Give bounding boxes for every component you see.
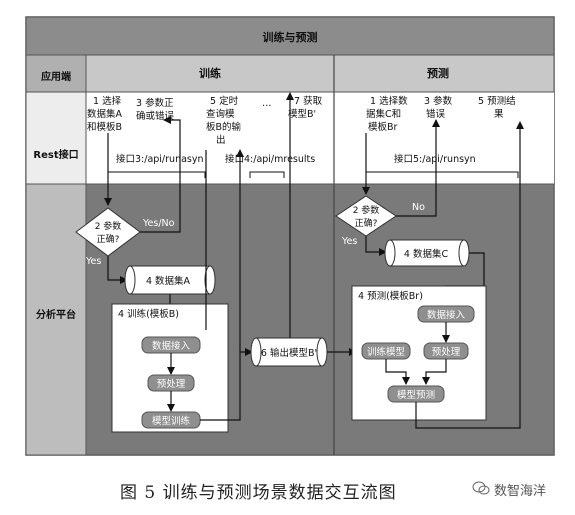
train-ellipsis: … — [262, 98, 272, 109]
train-step-5-line: 5 定时 — [210, 95, 239, 107]
predict-no-label: No — [412, 202, 425, 213]
train-step-7: 7 获取 模型B' — [288, 96, 323, 120]
train-step-3-line: 3 参数正 — [136, 97, 174, 109]
lane-label-app: 应用端 — [41, 70, 71, 83]
interface-4-brace — [249, 171, 285, 178]
interface-3-label: 接口3:/api/runasyn — [116, 153, 204, 165]
train-dataset-label: 4 数据集A — [146, 275, 191, 287]
predict-arrow-model-to-predict — [385, 359, 410, 385]
train-arrow-decision-to-feedback — [140, 116, 181, 233]
predict-group-title: 4 预测(模板Br) — [358, 290, 423, 302]
train-step-ingest-label: 数据接入 — [152, 340, 191, 352]
app-rest-band — [86, 92, 554, 184]
figure-caption-text: 图 5 训练与预测场景数据交互流图 — [120, 483, 397, 503]
figure-caption: 图 5 训练与预测场景数据交互流图 数智海洋 — [0, 476, 575, 506]
predict-step-preprocess: 预处理 — [423, 342, 469, 360]
train-step-preprocess: 预处理 — [147, 374, 195, 392]
predict-step-5-line: 果 — [494, 109, 504, 120]
predict-step-1-line: 1 选择数 — [370, 95, 408, 107]
train-dataset-a: 4 数据集A — [124, 265, 216, 295]
column-header-predict: 预测 — [427, 66, 449, 80]
predict-step-1-line: 模板Br — [368, 121, 398, 133]
predict-arrow-predict-to-results — [415, 121, 524, 429]
predict-step-3: 3 参数 错误 — [424, 95, 453, 120]
predict-step-1: 1 选择数 据集C和 模板Br — [366, 95, 408, 133]
train-decision-line: 正确? — [97, 233, 120, 245]
train-yes-no-label: Yes/No — [142, 218, 175, 229]
train-group-title: 4 训练(模板B) — [118, 308, 179, 320]
predict-step-predict-label: 模型预测 — [397, 389, 435, 401]
train-step-train-label: 模型训练 — [152, 415, 191, 427]
predict-decision-line: 正确? — [355, 217, 378, 229]
interface-5-label: 接口5:/api/runsyn — [394, 153, 476, 165]
train-output-label: 6 输出模型B' — [261, 347, 317, 359]
train-arrow-train-to-output — [200, 348, 253, 421]
lane-label-platform: 分析平台 — [36, 308, 76, 321]
predict-arrow-no-to-error — [396, 119, 440, 217]
train-step-1-line: 和模板B — [87, 121, 122, 133]
predict-step-5: 5 预测结 果 — [478, 95, 516, 120]
train-decision-line: 2 参数 — [95, 220, 122, 232]
train-step-7-line: 模型B' — [288, 108, 316, 120]
predict-decision-line: 2 参数 — [353, 204, 380, 216]
rest-lane-label-cell — [25, 91, 87, 185]
predict-yes-label: Yes — [341, 236, 357, 247]
predict-arrow-yes-to-dataset — [365, 236, 387, 256]
predict-step-ingest-label: 数据接入 — [427, 309, 466, 321]
platform-lane-label-cell — [25, 183, 87, 456]
train-step-1: 1 选择 数据集A 和模板B — [87, 95, 123, 133]
train-yes-label: Yes — [85, 256, 101, 267]
train-step-5-line: 出 — [216, 134, 226, 146]
train-output-model: 6 输出模型B' — [250, 337, 328, 367]
train-step-5-line: 查询模 — [206, 108, 235, 120]
predict-step-preprocess-label: 预处理 — [432, 346, 461, 358]
predict-dataset-label: 4 数据集C — [404, 248, 449, 260]
title-bar — [25, 16, 555, 56]
train-step-7-line: 7 获取 — [294, 96, 323, 107]
train-step-ingest: 数据接入 — [141, 336, 201, 354]
predict-step-3-line: 3 参数 — [424, 95, 453, 107]
predict-step-ingest: 数据接入 — [417, 305, 475, 323]
train-step-5: 5 定时 查询模 板B的输 出 — [206, 95, 242, 146]
wechat-icon — [472, 481, 490, 495]
predict-step-5-line: 5 预测结 — [478, 95, 516, 107]
column-header-train: 训练 — [199, 66, 221, 80]
interface-4-label: 接口4:/api/mresults — [225, 153, 315, 165]
predict-arrow-preprocess-to-predict — [422, 359, 447, 385]
train-step-1-line: 1 选择 — [93, 95, 122, 107]
train-step-5-line: 板B的输 — [206, 121, 242, 133]
predict-step-model-label: 训练模型 — [367, 346, 406, 358]
diagram-title: 训练与预测 — [263, 30, 318, 44]
predict-step-1-line: 据集C和 — [366, 108, 401, 120]
watermark-text: 数智海洋 — [494, 484, 547, 499]
predict-step-model: 训练模型 — [361, 342, 411, 360]
lane-label-rest: Rest接口 — [33, 148, 78, 161]
header-row — [25, 54, 555, 93]
predict-step-predict: 模型预测 — [387, 385, 445, 403]
train-step-1-line: 数据集A — [87, 108, 123, 120]
train-step-preprocess-label: 预处理 — [157, 378, 186, 390]
train-step-train: 模型训练 — [141, 411, 201, 429]
predict-step-3-line: 错误 — [426, 108, 446, 120]
predict-dataset-c: 4 数据集C — [384, 239, 470, 267]
train-arrow-yes-to-dataset — [107, 256, 128, 284]
